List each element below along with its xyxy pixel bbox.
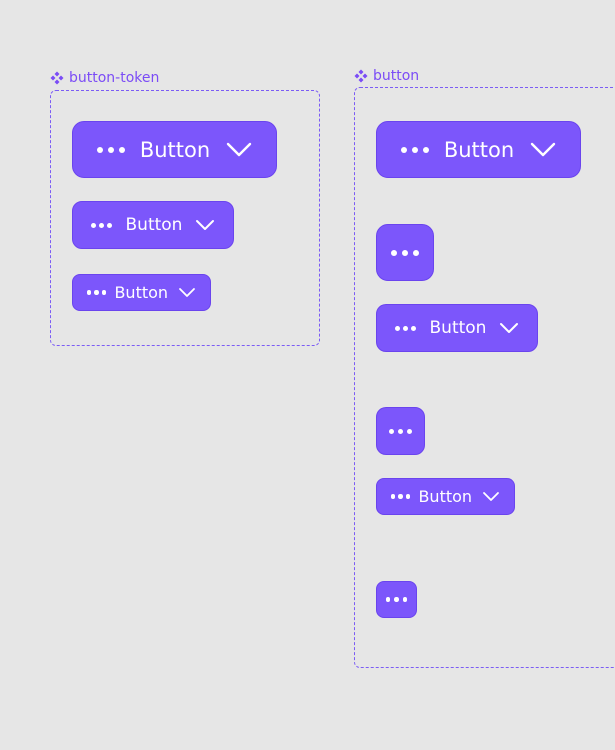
component-set-frame-button-token[interactable] [50,90,320,346]
button-label: Button [429,318,487,338]
chevron-down-icon [226,142,252,156]
button-label: Button [139,137,211,162]
chevron-down-icon [530,142,556,156]
button-label: Button [418,487,473,506]
ellipsis-icon [391,249,419,256]
ellipsis-icon [90,222,112,228]
button-medium[interactable]: Button [376,304,538,352]
component-set-name: button-token [69,70,160,86]
component-set-frame-button[interactable] [354,87,615,668]
component-set-label-button[interactable]: button [354,68,419,84]
chevron-down-icon [179,288,195,297]
component-set-diamond-icon [354,69,368,83]
button-small[interactable]: Button [376,478,515,515]
button-label: Button [114,283,169,302]
ellipsis-icon [390,494,411,499]
ellipsis-icon [389,428,412,434]
chevron-down-icon [483,492,499,501]
ellipsis-icon [394,325,416,331]
button-large-icon-only[interactable] [376,224,434,281]
button-medium-icon-only[interactable] [376,407,425,455]
chevron-down-icon [196,220,215,230]
button-small-icon-only[interactable] [376,581,417,618]
ellipsis-icon [400,146,429,153]
ellipsis-icon [96,146,125,153]
button-label: Button [443,137,515,162]
chevron-down-icon [500,323,519,333]
component-set-diamond-icon [50,71,64,85]
ellipsis-icon [86,290,107,295]
component-set-name: button [373,68,420,84]
button-token-medium[interactable]: Button [72,201,234,249]
ellipsis-icon [385,597,408,602]
button-large[interactable]: Button [376,121,581,178]
button-token-small[interactable]: Button [72,274,211,311]
component-set-label-button-token[interactable]: button-token [50,70,159,86]
button-token-large[interactable]: Button [72,121,277,178]
button-label: Button [125,215,183,235]
